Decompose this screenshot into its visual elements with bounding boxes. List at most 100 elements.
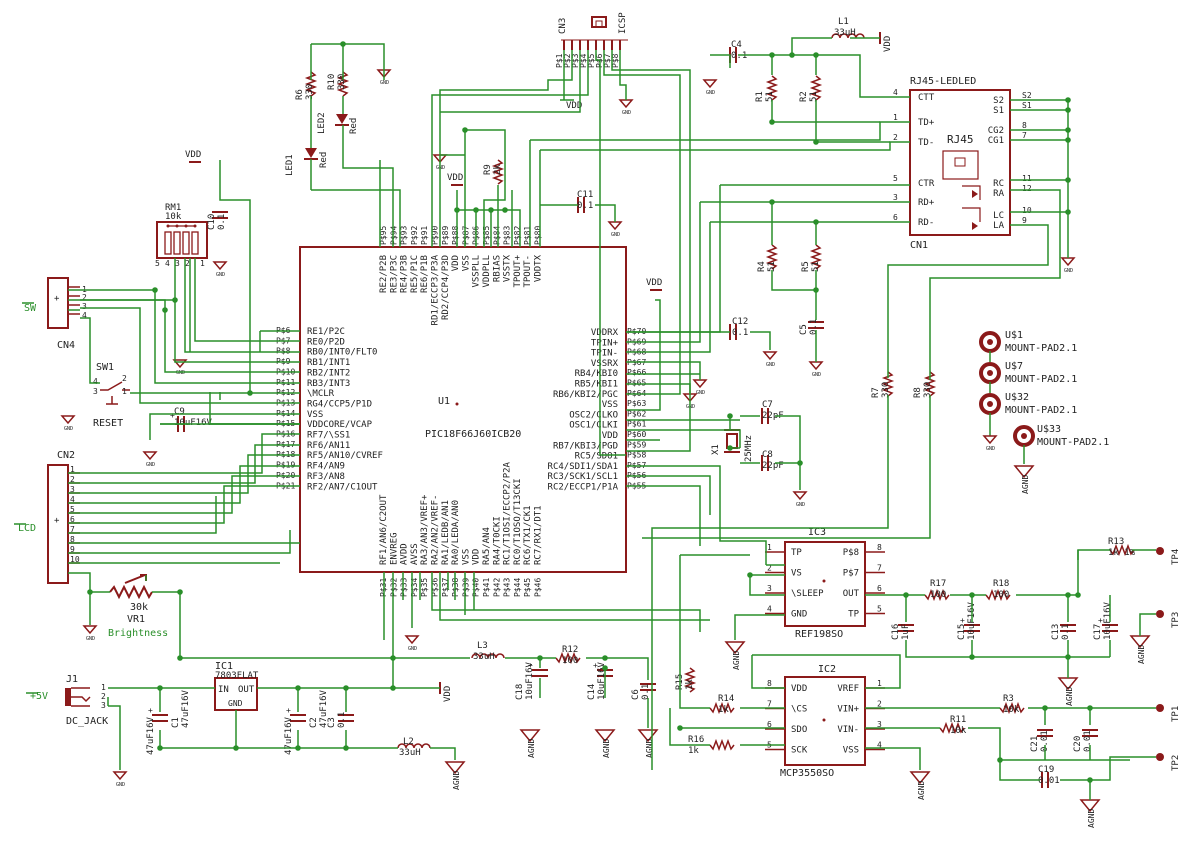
ic3_pins-pin-name: P$8 <box>843 548 859 558</box>
c16-val: 1uF <box>901 624 911 640</box>
agnd-symbol: AGND <box>637 729 659 758</box>
ic3_pins-pin-num: 6 <box>877 584 882 593</box>
c17-val: 10uF16V <box>1103 601 1113 640</box>
u1-right-pin-name: RC3/SCK1/SCL1 <box>548 472 618 482</box>
gnd-symbol: GND <box>792 491 808 508</box>
u1-bottom-pin-name: VDD <box>472 549 482 565</box>
ic1-gnd: GND <box>228 699 243 708</box>
agnd-symbol: AGND <box>519 729 541 758</box>
l1-ref: L1 <box>838 17 849 27</box>
svg-text:1: 1 <box>200 259 205 268</box>
gnd-symbol: GND <box>172 359 188 376</box>
c20-val: 0.01 <box>1083 730 1093 752</box>
cn2-label: CN2 <box>57 450 75 461</box>
cn1-pin-num: 6 <box>893 213 898 222</box>
agnd-text: AGND <box>602 739 611 758</box>
c6-val: 0.1 <box>641 684 651 700</box>
gnd-text: GND <box>696 390 705 396</box>
r5-ref: R5 <box>801 261 811 272</box>
r7-val: 330 <box>881 382 891 398</box>
r10-ref: R10 <box>327 74 337 90</box>
ic2_pins-pin-num: 1 <box>877 679 882 688</box>
cn1-pin-name: CG2 <box>988 126 1004 136</box>
l3-ref: L3 <box>477 641 488 651</box>
cn1-pin-num: 2 <box>893 133 898 142</box>
c2-val-side: 47uF16V <box>284 716 294 755</box>
rm1-ref: RM1 <box>165 203 181 213</box>
ic2_pins-pin-name: VREF <box>837 684 859 694</box>
ic2-part: MCP3550SO <box>780 768 834 779</box>
tp3-label: TP3 <box>1171 612 1181 628</box>
svg-text:1: 1 <box>101 683 106 692</box>
r5-val: 51 <box>811 261 821 272</box>
c21-val: 0.01 <box>1040 730 1050 752</box>
u1-right-pin-name: TPIN+ <box>591 338 619 348</box>
ic3-part: REF198SO <box>795 629 843 640</box>
vdd-text: VDD <box>883 36 893 52</box>
u1-bottom-pin-name: RA2/AN2/VREF- <box>431 495 441 565</box>
u1-right-pin-num: P$60 <box>627 430 646 439</box>
c5-ref: C5 <box>799 324 809 335</box>
svg-text:P$7: P$7 <box>603 53 612 68</box>
u1-bottom-pin-name: RA3/AN3/VREF+ <box>420 494 430 565</box>
cn1-pin-num: 10 <box>1022 206 1032 215</box>
tp1-label: TP1 <box>1171 706 1181 722</box>
u1-bottom-pin-name: RC7/RX1/DT1 <box>534 505 544 565</box>
u1-left-pin-name: VDDCORE/VCAP <box>307 420 373 430</box>
l2-val: 33uH <box>399 748 421 758</box>
cn1-pin-name: CTT <box>918 93 935 103</box>
svg-text:3: 3 <box>101 701 106 710</box>
gnd-text: GND <box>706 90 715 96</box>
ic2-ref: IC2 <box>818 664 836 675</box>
c1-val-side: 47uF16V <box>146 716 156 755</box>
gnd-text: GND <box>766 362 775 368</box>
c14-ref: C14 <box>587 684 597 700</box>
c9-val: 10uF16V <box>174 418 213 428</box>
cn3-icsp-header: CN3 ICSP P$1 P$2 P$3 P$4 P$5 P$6 P$7 P$8… <box>555 12 628 111</box>
c21-ref: C21 <box>1030 736 1040 752</box>
ic2_pins-pin-name: \CS <box>791 705 807 715</box>
mount-u33-ref: U$33 <box>1037 424 1061 435</box>
cn2-pin-num: 3 <box>70 485 75 494</box>
r3-val: 10k <box>1003 705 1020 715</box>
u1-top-pin-name: RE3/P3C <box>389 255 399 293</box>
r11-val: 10k <box>950 726 967 736</box>
r12-ref: R12 <box>562 645 578 655</box>
vdd-symbol: VDD <box>447 173 463 186</box>
l2-ref: L2 <box>403 737 414 747</box>
gnd-symbol: GND <box>808 361 824 378</box>
u1-top-pin-name: RD2/CCP4/P3D <box>441 255 451 320</box>
r17-ref: R17 <box>930 579 946 589</box>
vdd-text: VDD <box>646 278 662 288</box>
r10-val: 330 <box>337 74 347 90</box>
r13-val: 1k 1% <box>1108 548 1136 558</box>
u1-right-pin-name: RC4/SDI1/SDA1 <box>548 462 618 472</box>
brightness-label: Brightness <box>108 628 168 639</box>
c17-ref: C17 <box>1093 624 1103 640</box>
vr1-ref: VR1 <box>127 614 145 625</box>
c8-ref: C8 <box>762 450 773 460</box>
r16-val: 1k <box>688 746 699 756</box>
u1-top-pin-name: RE5/P1C <box>410 255 420 293</box>
svg-text:P$8: P$8 <box>611 53 620 68</box>
u1-top-pin-num: P$81 <box>523 226 532 245</box>
u1-bottom-pin-num: P$40 <box>472 578 481 597</box>
gnd-symbol: GND <box>702 79 718 96</box>
gnd-text: GND <box>116 782 125 788</box>
vdd-symbol: VDD <box>646 278 662 291</box>
cn1-pin-name: RA <box>993 189 1004 199</box>
cn2-pin-num: 9 <box>70 545 75 554</box>
u1-bottom-pin-num: P$35 <box>420 578 429 597</box>
